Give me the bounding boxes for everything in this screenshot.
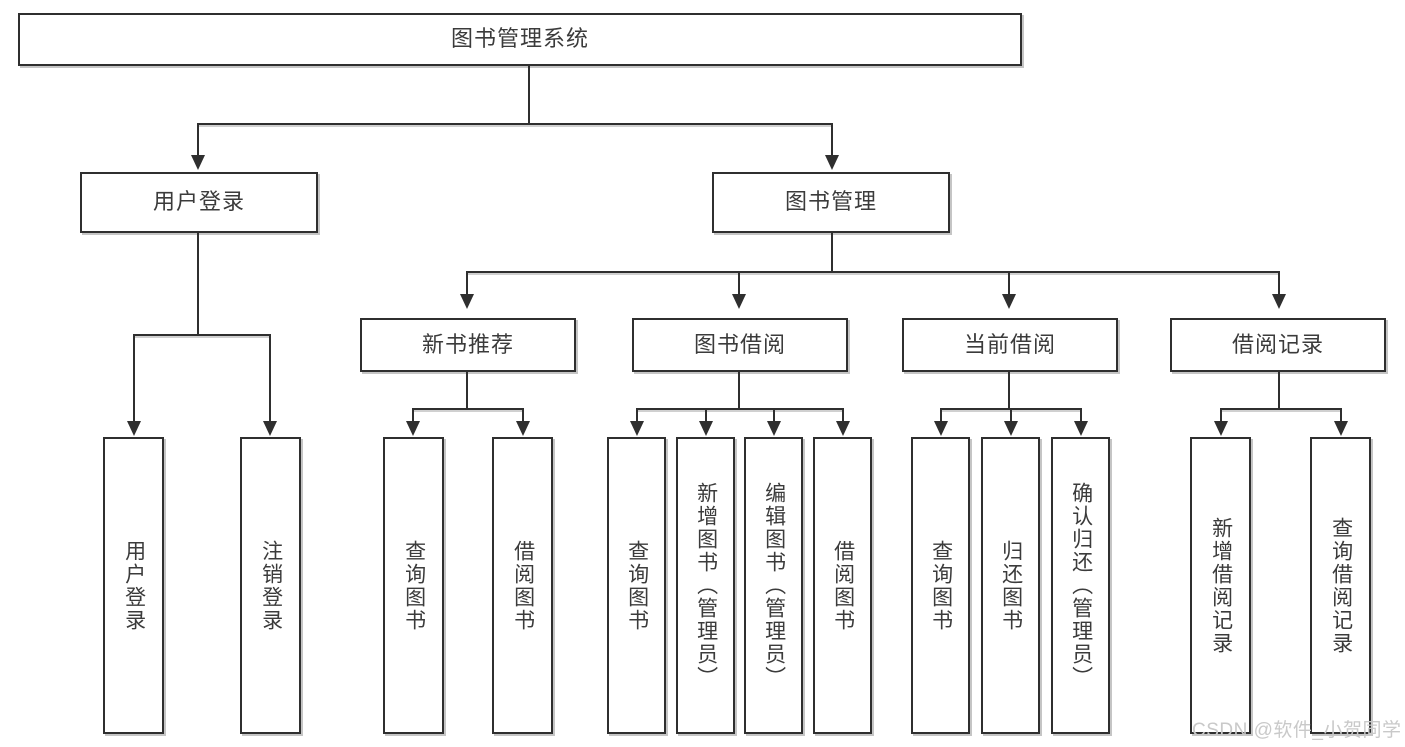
arrow-book-management: [825, 155, 839, 170]
connector-drop-user-login: [197, 123, 199, 156]
leaf-user-login-logout[interactable]: 注销登录: [240, 437, 301, 734]
connector-book-borrow-stem: [738, 372, 740, 408]
node-borrow-record[interactable]: 借阅记录: [1170, 318, 1386, 372]
leaf-user-login-login[interactable]: 用户登录: [103, 437, 164, 734]
connector-drop-leaf-user-login-1: [269, 334, 271, 422]
arrow-leaf-bb-2: [767, 421, 781, 436]
leaf-book-borrow-add-book-admin[interactable]: 新增图书（管理员）: [676, 437, 735, 734]
arrow-leaf-user-login-1: [263, 421, 277, 436]
connector-drop-leaf-bb-0: [636, 408, 638, 422]
connector-drop-leaf-bb-2: [773, 408, 775, 422]
connector-drop-leaf-br-1: [1340, 408, 1342, 422]
arrow-user-login: [191, 155, 205, 170]
node-label: 查询图书: [929, 539, 953, 632]
connector-drop-leaf-bb-1: [705, 408, 707, 422]
node-label: 查询借阅记录: [1329, 516, 1353, 655]
connector-drop-new-book-recommend: [466, 271, 468, 295]
connector-drop-leaf-nbr-1: [522, 408, 524, 422]
node-label: 编辑图书（管理员）: [762, 482, 786, 689]
arrow-leaf-bb-0: [630, 421, 644, 436]
arrow-current-borrow: [1002, 294, 1016, 309]
arrow-book-borrow: [732, 294, 746, 309]
node-label: 用户登录: [122, 539, 146, 632]
leaf-current-borrow-return-book[interactable]: 归还图书: [981, 437, 1040, 734]
connector-current-borrow-stem: [1008, 372, 1010, 408]
connector-drop-leaf-cb-0: [940, 408, 942, 422]
arrow-leaf-cb-2: [1074, 421, 1088, 436]
node-label: 新书推荐: [421, 331, 514, 357]
connector-borrow-record-bus: [1220, 408, 1340, 410]
node-label: 新增图书（管理员）: [694, 482, 718, 689]
connector-new-book-recommend-stem: [466, 372, 468, 408]
node-label: 查询图书: [402, 539, 426, 632]
leaf-book-borrow-edit-book-admin[interactable]: 编辑图书（管理员）: [744, 437, 803, 734]
connector-drop-book-borrow: [738, 271, 740, 295]
node-label: 图书借阅: [693, 331, 786, 357]
arrow-leaf-bb-3: [836, 421, 850, 436]
connector-book-management-stem: [831, 233, 833, 271]
node-book-borrow[interactable]: 图书借阅: [632, 318, 848, 372]
arrow-leaf-nbr-0: [406, 421, 420, 436]
leaf-current-borrow-query-book[interactable]: 查询图书: [911, 437, 970, 734]
leaf-book-borrow-query-book[interactable]: 查询图书: [607, 437, 666, 734]
connector-book-borrow-bus: [636, 408, 842, 410]
leaf-new-book-recommend-query-book[interactable]: 查询图书: [383, 437, 444, 734]
node-label: 图书管理系统: [450, 26, 589, 52]
node-label: 借阅图书: [511, 539, 535, 632]
node-new-book-recommend[interactable]: 新书推荐: [360, 318, 576, 372]
node-label: 查询图书: [625, 539, 649, 632]
node-current-borrow[interactable]: 当前借阅: [902, 318, 1118, 372]
connector-drop-current-borrow: [1008, 271, 1010, 295]
connector-new-book-recommend-bus: [412, 408, 522, 410]
node-label: 当前借阅: [963, 331, 1056, 357]
connector-root-bus: [197, 123, 831, 125]
arrow-leaf-bb-1: [699, 421, 713, 436]
connector-drop-book-management: [831, 123, 833, 156]
connector-drop-leaf-bb-3: [842, 408, 844, 422]
connector-drop-borrow-record: [1278, 271, 1280, 295]
connector-drop-leaf-nbr-0: [412, 408, 414, 422]
leaf-borrow-record-add-record[interactable]: 新增借阅记录: [1190, 437, 1251, 734]
arrow-leaf-br-1: [1334, 421, 1348, 436]
leaf-borrow-record-query-record[interactable]: 查询借阅记录: [1310, 437, 1371, 734]
node-label: 借阅记录: [1231, 331, 1324, 357]
connector-drop-leaf-cb-2: [1080, 408, 1082, 422]
node-label: 新增借阅记录: [1209, 516, 1233, 655]
node-book-management[interactable]: 图书管理: [712, 172, 950, 233]
connector-root-stem: [528, 66, 530, 123]
node-root-book-management-system[interactable]: 图书管理系统: [18, 13, 1022, 66]
arrow-leaf-cb-0: [934, 421, 948, 436]
arrow-new-book-recommend: [460, 294, 474, 309]
connector-user-login-stem: [197, 233, 199, 334]
node-label: 借阅图书: [831, 539, 855, 632]
node-label: 确认归还（管理员）: [1069, 482, 1093, 689]
leaf-new-book-recommend-borrow-book[interactable]: 借阅图书: [492, 437, 553, 734]
node-label: 图书管理: [784, 189, 877, 215]
node-label: 用户登录: [152, 189, 245, 215]
connector-drop-leaf-br-0: [1220, 408, 1222, 422]
connector-drop-leaf-cb-1: [1010, 408, 1012, 422]
arrow-leaf-br-0: [1214, 421, 1228, 436]
connector-drop-leaf-user-login-0: [133, 334, 135, 422]
arrow-leaf-nbr-1: [516, 421, 530, 436]
leaf-current-borrow-confirm-return-admin[interactable]: 确认归还（管理员）: [1051, 437, 1110, 734]
arrow-leaf-cb-1: [1004, 421, 1018, 436]
connector-user-login-bus: [133, 334, 269, 336]
node-label: 归还图书: [999, 539, 1023, 632]
leaf-book-borrow-borrow-book[interactable]: 借阅图书: [813, 437, 872, 734]
arrow-borrow-record: [1272, 294, 1286, 309]
arrow-leaf-user-login-0: [127, 421, 141, 436]
connector-borrow-record-stem: [1278, 372, 1280, 408]
node-user-login[interactable]: 用户登录: [80, 172, 318, 233]
node-label: 注销登录: [259, 539, 283, 632]
connector-level3-bus: [466, 271, 1280, 273]
